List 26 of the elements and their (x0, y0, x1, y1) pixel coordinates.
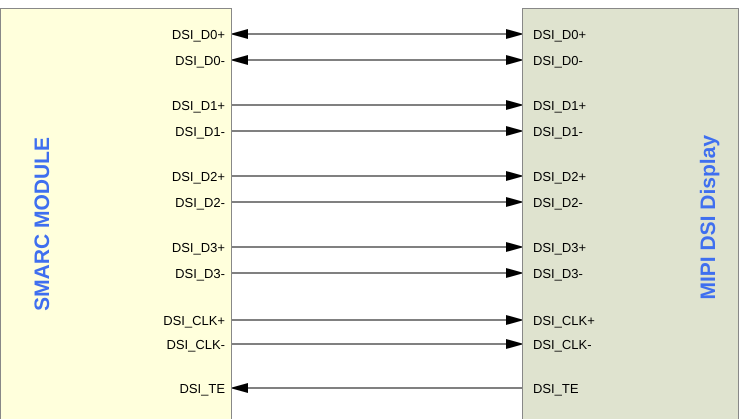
pin-label: DSI_D0- (95, 52, 231, 70)
pin-label: DSI_D3+ (95, 239, 231, 257)
pin-label: DSI_D2- (95, 194, 231, 212)
pin-label: DSI_D0+ (95, 26, 231, 44)
pin-label: DSI_D1+ (525, 97, 645, 115)
pin-label: DSI_CLK- (525, 336, 645, 354)
module-block (0, 8, 232, 419)
pin-label: DSI_D1+ (95, 97, 231, 115)
pin-label: DSI_D1- (525, 123, 645, 141)
pin-label: DSI_D2- (525, 194, 645, 212)
pin-label: DSI_D3- (525, 265, 645, 283)
pin-label: DSI_D0+ (525, 26, 645, 44)
pin-label: DSI_TE (525, 380, 645, 398)
pin-label: DSI_D0- (525, 52, 645, 70)
pin-label: DSI_D1- (95, 123, 231, 141)
block-heading: SMARC MODULE (31, 137, 55, 311)
pin-label: DSI_D2+ (95, 168, 231, 186)
pin-label: DSI_D3- (95, 265, 231, 283)
display-block (522, 8, 739, 419)
pin-label: DSI_CLK+ (525, 312, 645, 330)
pin-label: DSI_D3+ (525, 239, 645, 257)
pin-label: DSI_D2+ (525, 168, 645, 186)
pin-label: DSI_TE (95, 380, 231, 398)
pin-label: DSI_CLK+ (95, 312, 231, 330)
block-heading: MIPI DSI Display (697, 134, 721, 300)
pin-label: DSI_CLK- (95, 336, 231, 354)
